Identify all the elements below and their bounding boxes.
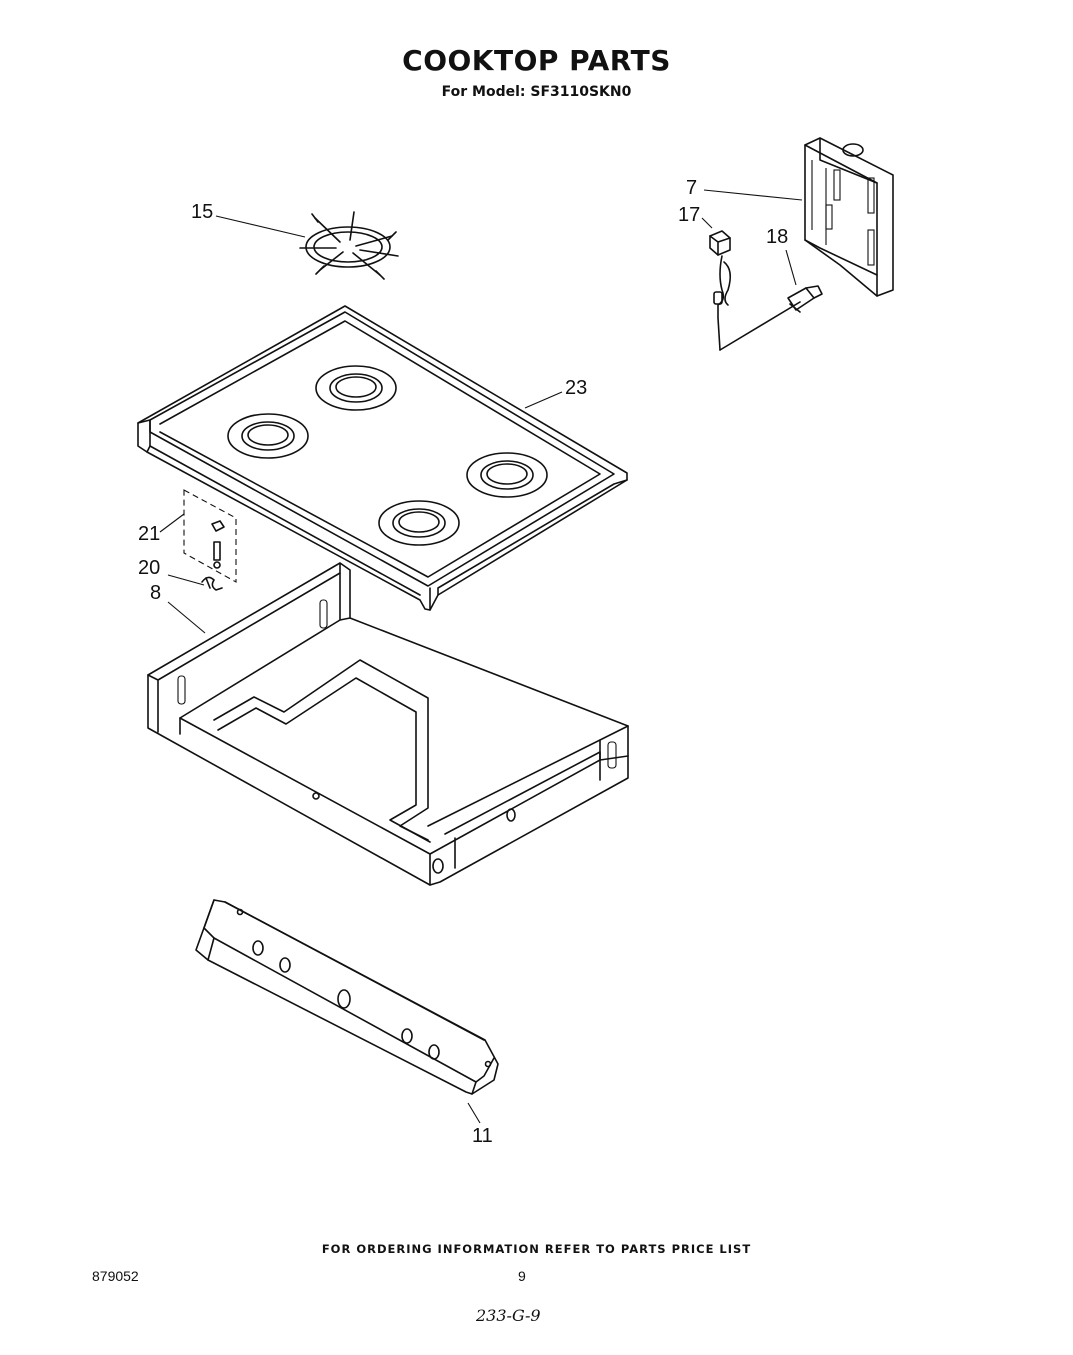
page-number: 9	[518, 1268, 526, 1284]
ordering-info-note: FOR ORDERING INFORMATION REFER TO PARTS …	[321, 1242, 752, 1256]
burner-box-part[interactable]	[147, 562, 629, 886]
handwritten-code: 233-G-9	[476, 1306, 541, 1325]
info-label-part[interactable]	[183, 489, 237, 583]
callout-20: 20	[138, 557, 160, 579]
document-number: 879052	[92, 1268, 139, 1284]
page-title: COOKTOP PARTS	[402, 44, 671, 77]
callout-17: 17	[678, 204, 700, 226]
burner-grate-part[interactable]	[299, 211, 399, 280]
callout-23: 23	[565, 377, 587, 399]
callout-7: 7	[686, 177, 697, 199]
callout-labels: 15 7 17 18 23 21 20 8 11	[138, 177, 788, 1147]
ignitor-switch-part[interactable]	[709, 230, 801, 351]
mounting-bracket-part[interactable]	[804, 137, 894, 297]
callout-11: 11	[472, 1125, 493, 1147]
callout-21: 21	[138, 523, 160, 545]
callout-8: 8	[150, 582, 161, 604]
callout-15: 15	[191, 201, 213, 223]
wire-connector-part[interactable]	[787, 285, 823, 313]
control-panel-part[interactable]	[195, 899, 499, 1095]
leader-lines	[159, 189, 803, 1124]
model-subtitle: For Model: SF3110SKN0	[441, 84, 632, 100]
callout-18: 18	[766, 226, 788, 248]
cooktop-main-top-part[interactable]	[137, 305, 628, 611]
spring-clip-part[interactable]	[201, 576, 223, 591]
